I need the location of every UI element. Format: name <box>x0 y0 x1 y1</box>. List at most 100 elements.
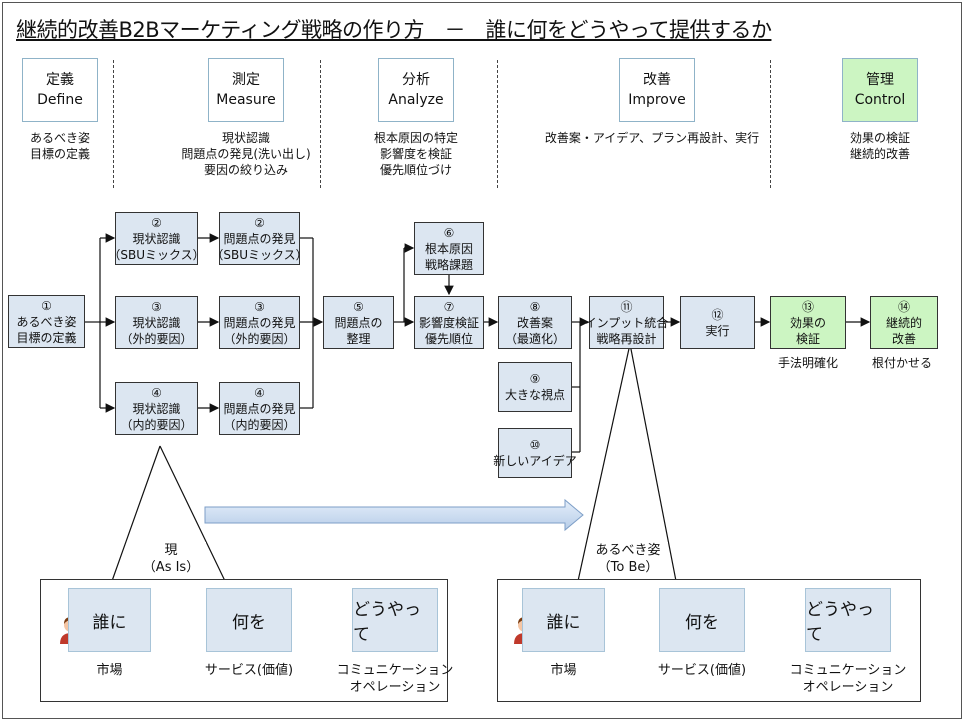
step-12: ⑫ 実行 <box>680 296 755 349</box>
step-1: ① あるべき姿 目標の定義 <box>8 295 85 348</box>
phase-improve-desc: 改善案・アイデア、プラン再設計、実行 <box>532 130 772 146</box>
phase-divider <box>770 60 771 188</box>
step-label: 影響度検証 <box>418 315 479 330</box>
phase-define-jp: 定義 <box>46 72 74 88</box>
desc-line: 目標の定義 <box>29 147 90 161</box>
desc-line: 改善案・アイデア、プラン再設計、実行 <box>544 131 760 145</box>
phase-divider <box>497 60 498 188</box>
phase-control-desc: 効果の検証 継続的改善 <box>820 130 940 162</box>
step-label: 現状認識 <box>132 401 181 416</box>
phase-analyze-desc: 根本原因の特定 影響度を検証 優先順位づけ <box>346 130 486 178</box>
desc-line: 影響度を検証 <box>379 147 452 161</box>
who-label: 市場 <box>96 663 123 678</box>
step-label: 根本原因 <box>424 241 473 256</box>
step-14: ⑭ 継続的 改善 <box>870 296 938 349</box>
step-number: ② <box>254 215 265 230</box>
what-box: 何を <box>659 588 745 652</box>
desc-line: 根本原因の特定 <box>373 131 458 145</box>
step-label: 継続的 <box>885 315 922 330</box>
as-is-title: 現 <box>164 543 178 558</box>
step-10: ⑩ 新しいアイデア <box>493 428 577 478</box>
phase-measure-en: Measure <box>216 92 276 108</box>
phase-measure-desc: 現状認識 問題点の発見(洗い出し) 要因の絞り込み <box>156 130 336 178</box>
as-is-subtitle: （As Is） <box>142 560 200 575</box>
step-number: ⑤ <box>353 299 364 314</box>
step-11: ⑪ インプット統合 戦略再設計 <box>585 296 668 349</box>
phase-define: 定義 Define <box>22 58 98 122</box>
as-is-callout-triangle <box>111 445 226 582</box>
step-3b: ③ 問題点の発見 （外的要因） <box>219 296 300 349</box>
step-label: 改善 <box>891 331 916 346</box>
desc-line: 要因の絞り込み <box>203 163 288 177</box>
step-5: ⑤ 問題点の 整理 <box>323 296 394 349</box>
step-label: 改善案 <box>516 315 553 330</box>
desc-line: 継続的改善 <box>849 147 910 161</box>
big-transition-arrow <box>204 498 584 532</box>
step-number: ④ <box>254 385 265 400</box>
step-number: ⑩ <box>529 438 541 452</box>
desc-line: 現状認識 <box>221 131 270 145</box>
step-label: 目標の定義 <box>16 330 77 345</box>
phase-improve: 改善 Improve <box>619 58 695 122</box>
to-be-callout-label: あるべき姿 （To Be） <box>588 542 668 576</box>
phase-control-jp: 管理 <box>866 72 894 88</box>
step-2a: ② 現状認識 （SBUミックス） <box>108 212 205 265</box>
phase-improve-en: Improve <box>628 92 686 108</box>
step-number: ① <box>41 298 52 313</box>
step-number: ③ <box>254 299 265 314</box>
phase-divider <box>320 60 321 188</box>
step-label: （外的要因） <box>120 331 193 346</box>
step-number: ③ <box>151 299 162 314</box>
step-number: ⑦ <box>443 299 455 314</box>
step-4b: ④ 問題点の発見 （内的要因） <box>219 382 300 435</box>
phase-improve-jp: 改善 <box>643 72 671 88</box>
who-label: 市場 <box>550 663 577 678</box>
to-be-subtitle: （To Be） <box>597 560 659 575</box>
phase-control: 管理 Control <box>842 58 918 122</box>
step-13-note: 手法明確化 <box>778 356 839 370</box>
step-label: インプット統合 <box>584 315 669 330</box>
how-label-line: オペレーション <box>802 680 894 695</box>
what-label: サービス(価値) <box>657 663 747 678</box>
phase-analyze-en: Analyze <box>388 92 444 108</box>
phase-measure: 測定 Measure <box>208 58 284 122</box>
step-label: 問題点の <box>334 315 383 330</box>
step-7: ⑦ 影響度検証 優先順位 <box>414 296 484 349</box>
phase-define-desc: あるべき姿 目標の定義 <box>2 130 118 162</box>
step-label: 現状認識 <box>132 315 181 330</box>
step-number: ⑥ <box>443 225 455 240</box>
step-label: （内的要因） <box>120 417 193 432</box>
step-number: ⑪ <box>620 299 633 314</box>
how-box: どうやって <box>352 588 438 652</box>
step-label: 戦略再設計 <box>596 331 657 346</box>
step-label: 優先順位 <box>424 331 473 346</box>
as-is-callout-label: 現 （As Is） <box>136 542 206 576</box>
page-title: 継続的改善B2Bマーケティング戦略の作り方 － 誰に何をどうやって提供するか <box>16 18 772 42</box>
desc-line: 優先順位づけ <box>379 163 452 177</box>
to-be-callout-triangle <box>577 343 677 582</box>
step-label: あるべき姿 <box>16 314 77 329</box>
how-label-line: コミュニケーション <box>336 663 454 678</box>
step-label: 戦略課題 <box>424 257 473 272</box>
step-9: ⑨ 大きな視点 <box>498 362 572 412</box>
step-6: ⑥ 根本原因 戦略課題 <box>414 222 484 275</box>
step-3a: ③ 現状認識 （外的要因） <box>115 296 198 349</box>
step-label: （SBUミックス） <box>211 247 308 262</box>
step-label: （内的要因） <box>223 417 296 432</box>
step-number: ⑫ <box>711 307 724 322</box>
phase-divider <box>113 60 114 188</box>
to-be-title: あるべき姿 <box>595 543 661 558</box>
step-14-note: 根付かせる <box>872 356 933 370</box>
step-4a: ④ 現状認識 （内的要因） <box>115 382 198 435</box>
step-label: 現状認識 <box>132 231 181 246</box>
phase-analyze-jp: 分析 <box>402 72 430 88</box>
step-label: （外的要因） <box>223 331 296 346</box>
step-label: 整理 <box>346 331 371 346</box>
who-box: 誰に <box>68 588 151 652</box>
how-label: コミュニケーション オペレーション <box>788 662 908 696</box>
step-number: ⑨ <box>529 372 541 386</box>
what-box: 何を <box>206 588 292 652</box>
step-label: 実行 <box>705 323 730 338</box>
step-number: ⑭ <box>897 299 910 314</box>
